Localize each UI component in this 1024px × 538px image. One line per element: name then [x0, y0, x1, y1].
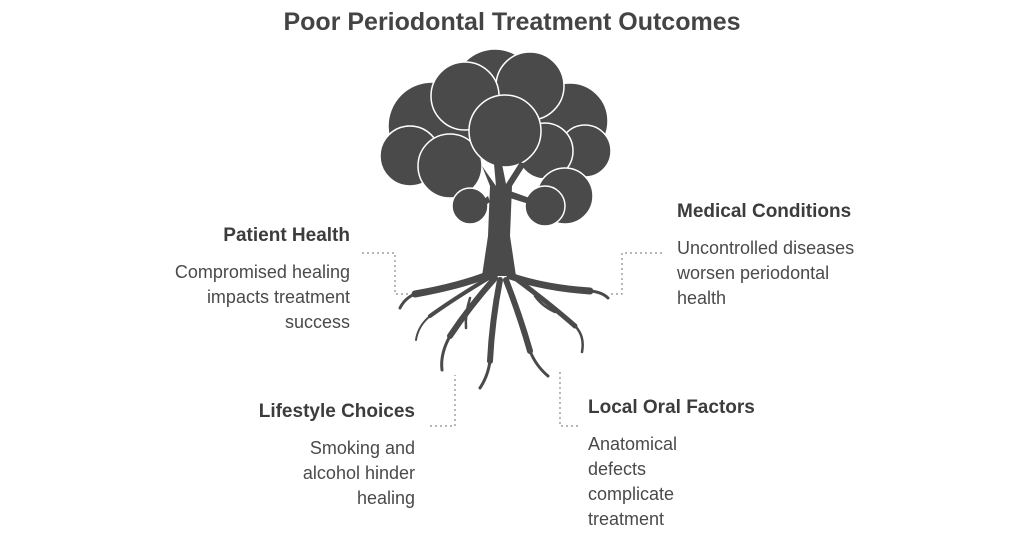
factor-heading: Medical Conditions — [677, 201, 852, 222]
factor-lifestyle-choices: Lifestyle Choices Smoking and alcohol hi… — [240, 400, 415, 511]
diagram-title: Poor Periodontal Treatment Outcomes — [283, 8, 741, 36]
factor-description: Compromised healing impacts treatment su… — [174, 262, 350, 332]
factor-patient-health: Patient Health Compromised healing impac… — [170, 224, 350, 335]
factor-heading: Local Oral Factors — [588, 397, 755, 418]
tree-icon — [379, 48, 612, 390]
factor-description: Smoking and alcohol hinder healing — [302, 438, 415, 508]
factor-heading: Patient Health — [223, 225, 350, 246]
factor-local-oral-factors: Local Oral Factors Anatomical defects co… — [588, 396, 768, 532]
factor-heading: Lifestyle Choices — [258, 401, 415, 422]
factor-description: Anatomical defects complicate treatment — [588, 434, 678, 529]
factor-description: Uncontrolled diseases worsen periodontal… — [677, 238, 855, 308]
factor-medical-conditions: Medical Conditions Uncontrolled diseases… — [677, 200, 857, 311]
